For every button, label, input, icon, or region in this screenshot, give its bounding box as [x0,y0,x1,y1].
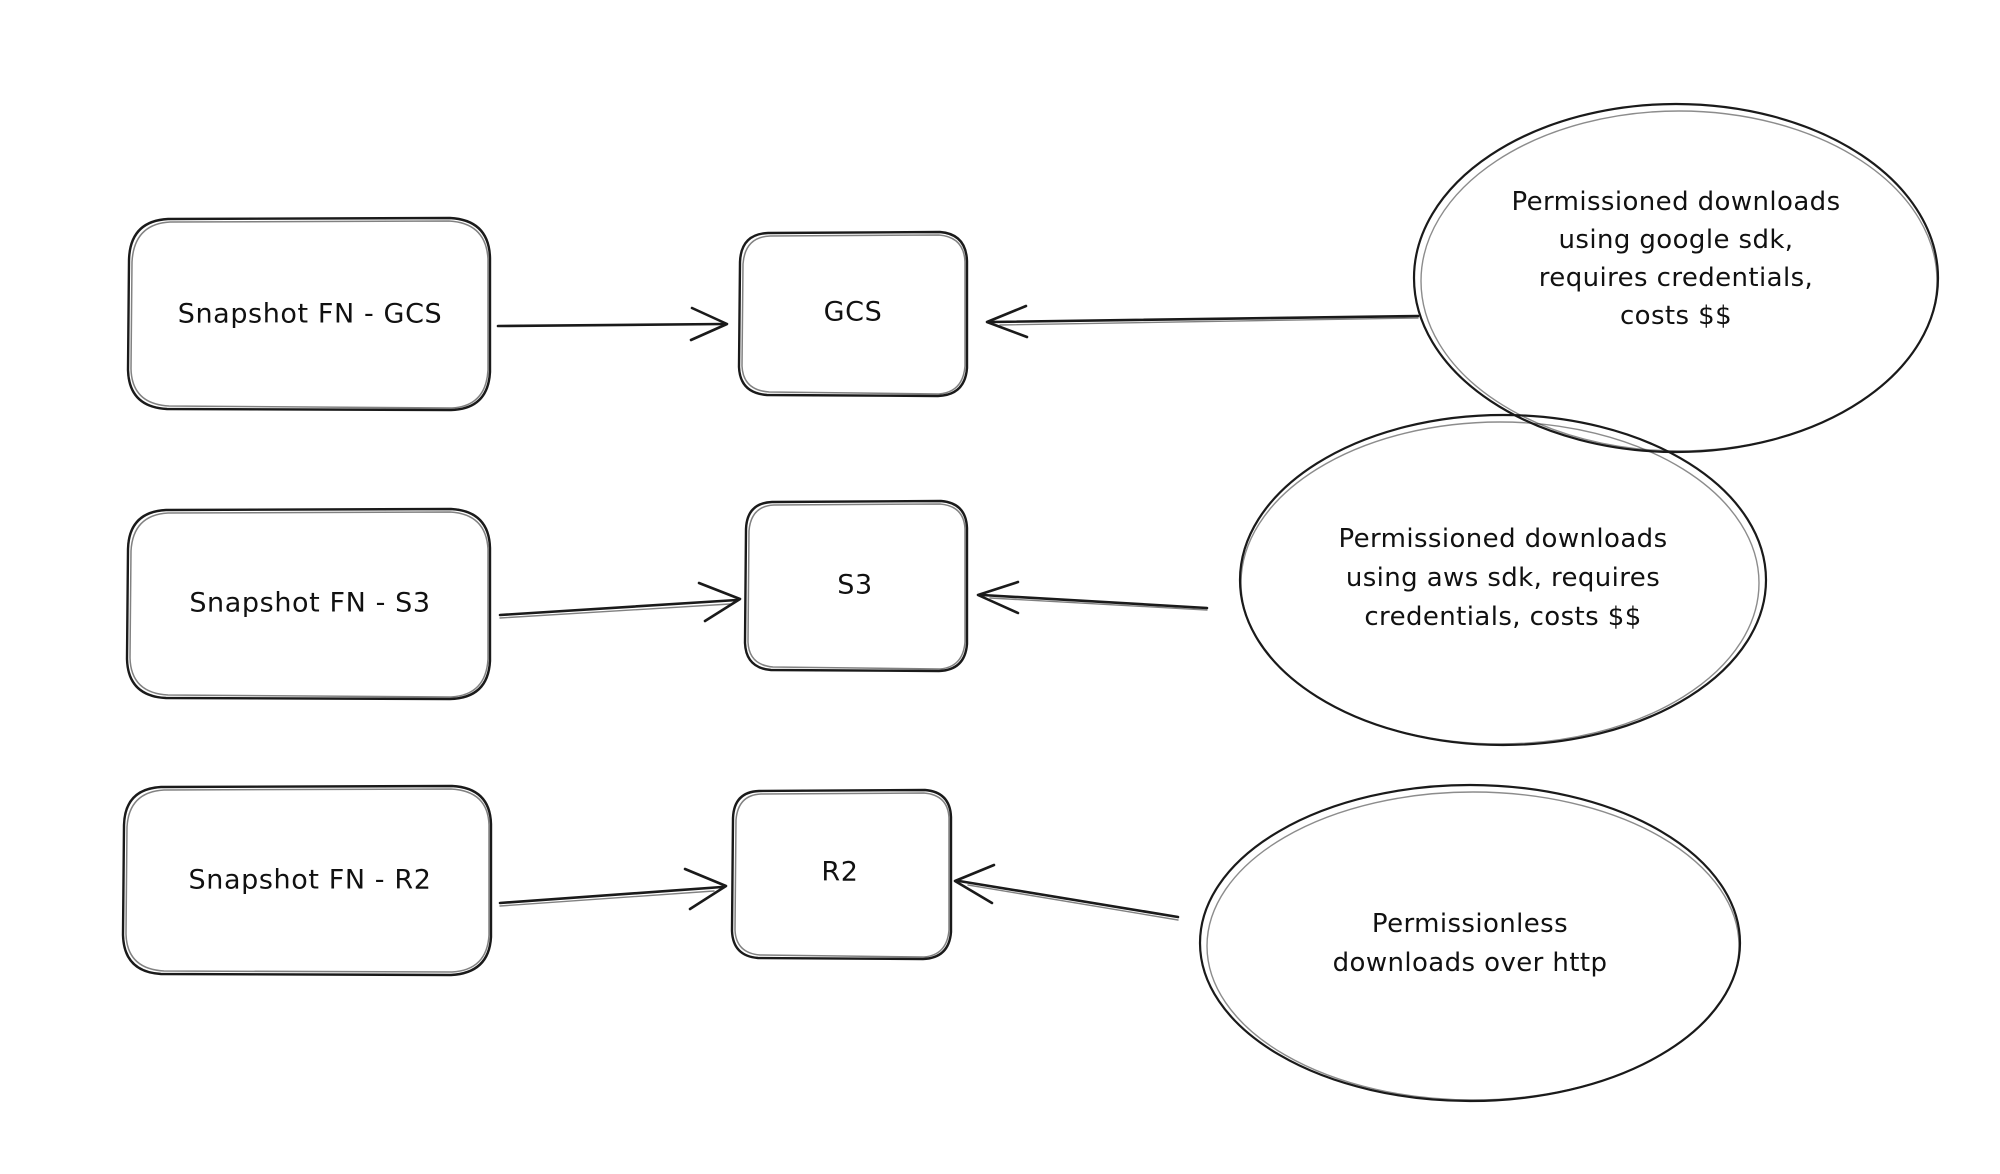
node-gcs-label: GCS [824,297,883,328]
node-r2-label: R2 [821,857,858,888]
arrow-note-r2-to-r2 [953,863,1180,921]
note-gcs-line-3: requires credentials, [1539,263,1813,293]
note-gcs-line-2: using google sdk, [1559,225,1794,255]
arrow-snapshot-fn-gcs-to-gcs [496,306,729,342]
row-gcs: Snapshot FN - GCS GCS [126,102,1940,454]
note-s3[interactable]: Permissioned downloads using aws sdk, re… [1238,413,1768,747]
node-s3[interactable]: S3 [743,499,969,673]
node-snapshot-fn-r2[interactable]: Snapshot FN - R2 [121,784,493,977]
note-s3-line-1: Permissioned downloads [1338,524,1667,554]
arrow-note-gcs-to-gcs [985,304,1420,339]
row-r2: Snapshot FN - R2 R2 [121,783,1742,1103]
row-s3: Snapshot FN - S3 S3 [125,413,1768,747]
note-s3-line-3: credentials, costs $$ [1364,602,1641,632]
note-r2[interactable]: Permissionless downloads over http [1198,783,1742,1103]
node-snapshot-fn-gcs-label: Snapshot FN - GCS [178,299,443,330]
note-r2-line-1: Permissionless [1372,909,1568,939]
note-r2-line-2: downloads over http [1333,948,1608,978]
node-snapshot-fn-r2-label: Snapshot FN - R2 [189,865,432,896]
arrow-snapshot-fn-s3-to-s3 [498,581,742,623]
node-snapshot-fn-s3[interactable]: Snapshot FN - S3 [125,507,492,701]
note-gcs-line-1: Permissioned downloads [1511,187,1840,217]
node-snapshot-fn-gcs[interactable]: Snapshot FN - GCS [126,216,492,412]
node-r2[interactable]: R2 [730,788,953,961]
node-snapshot-fn-s3-label: Snapshot FN - S3 [189,588,430,619]
node-gcs[interactable]: GCS [737,230,969,398]
note-gcs[interactable]: Permissioned downloads using google sdk,… [1412,102,1940,454]
node-s3-label: S3 [837,570,873,601]
note-s3-line-2: using aws sdk, requires [1346,563,1660,593]
note-gcs-line-4: costs $$ [1620,301,1732,331]
arrow-snapshot-fn-r2-to-r2 [498,867,728,911]
arrow-note-s3-to-s3 [976,580,1209,615]
